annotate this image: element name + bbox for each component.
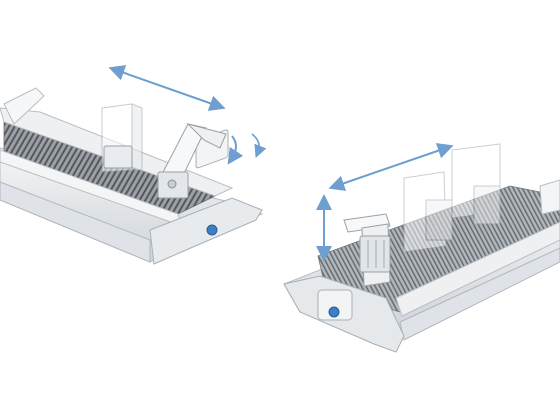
connector-knob-icon (328, 306, 340, 318)
left-bracket-hub (103, 145, 133, 169)
left-end-cap (149, 197, 263, 265)
right-ghost-brackets (403, 143, 501, 253)
right-end-cap-plate (317, 289, 353, 321)
adjust-arrow-icon (328, 143, 454, 191)
right-far-bracket (539, 179, 560, 215)
right-frame-rail (395, 221, 560, 317)
rotation-arrow-icon (251, 133, 267, 158)
right-fixture (283, 143, 560, 353)
left-fixture (0, 65, 267, 265)
left-tilted-bracket (157, 123, 227, 199)
left-bracket-edge (3, 87, 45, 125)
rotation-arrow-icon (227, 135, 244, 165)
connector-knob-icon (206, 224, 218, 236)
right-mounting-bracket (343, 213, 391, 287)
adjust-arrow-icon (108, 65, 226, 111)
left-housing-lower-rail (0, 181, 151, 263)
